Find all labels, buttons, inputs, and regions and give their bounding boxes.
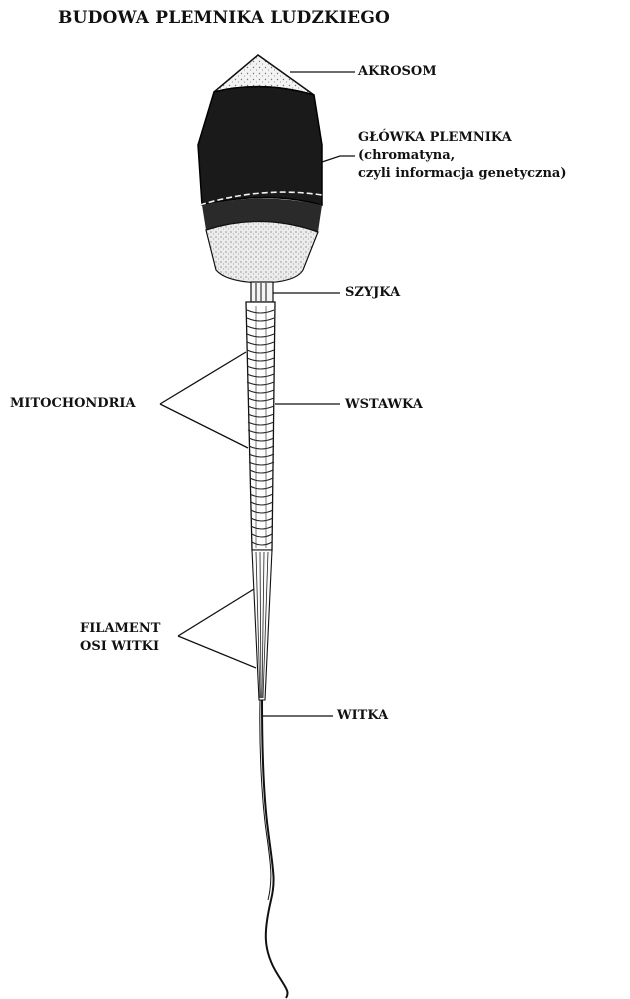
flagellum-tail xyxy=(260,700,288,998)
leader-glowka xyxy=(322,156,355,162)
label-filament-osi-witki: FILAMENT OSI WITKI xyxy=(80,620,160,656)
label-szyjka: SZYJKA xyxy=(345,285,400,301)
neck xyxy=(251,282,273,302)
middle-piece xyxy=(246,302,275,550)
sperm-head xyxy=(198,87,322,205)
leader-filament-lower xyxy=(178,636,256,668)
label-mitochondria: MITOCHONDRIA xyxy=(10,396,136,412)
head-base xyxy=(206,221,318,283)
label-glowka-plemnika: GŁÓWKA PLEMNIKA (chromatyna, czyli infor… xyxy=(358,129,566,183)
axial-filament xyxy=(252,550,272,700)
label-witka: WITKA xyxy=(337,708,388,724)
leader-mitochondria-upper xyxy=(160,352,246,404)
label-akrosom: AKROSOM xyxy=(358,64,437,80)
leader-filament-upper xyxy=(178,589,254,636)
leader-mitochondria-lower xyxy=(160,404,248,448)
label-wstawka: WSTAWKA xyxy=(345,397,423,413)
